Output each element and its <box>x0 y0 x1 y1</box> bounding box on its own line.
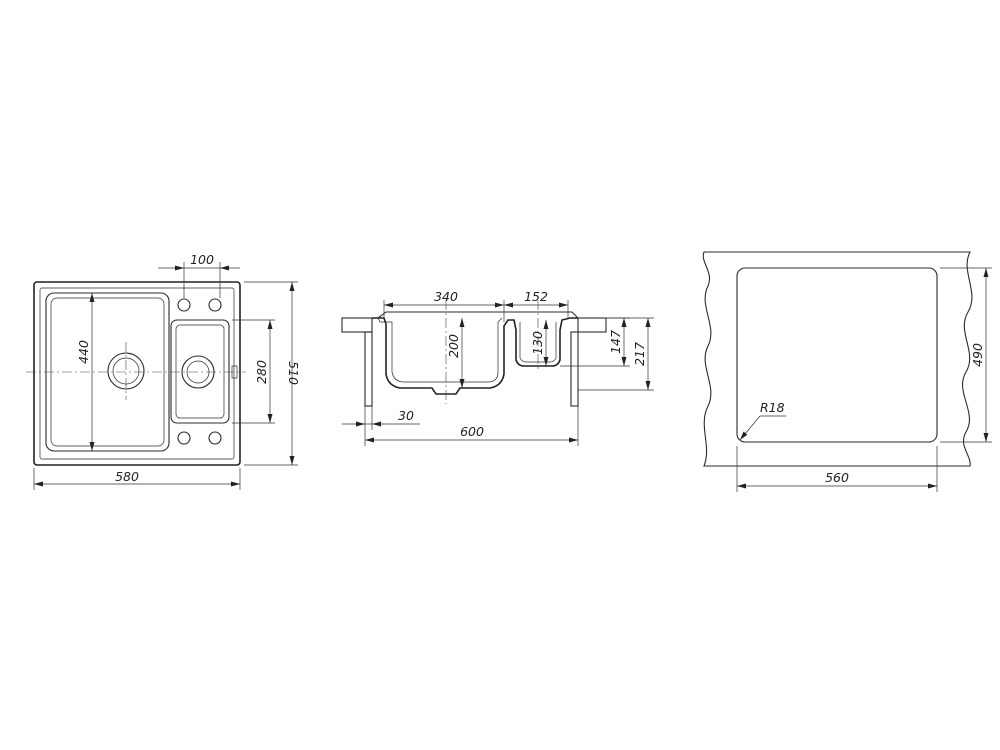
dim-text-r18: R18 <box>760 400 785 415</box>
countertop-right <box>577 317 607 333</box>
dim-text-30: 30 <box>398 408 414 423</box>
dim-text-490: 490 <box>970 343 985 367</box>
tap-hole-1 <box>177 298 191 312</box>
dim-text-280: 280 <box>254 360 269 384</box>
sink-profile-inner <box>377 317 503 383</box>
sink-inner-rim <box>39 287 235 460</box>
dim-text-130: 130 <box>530 331 545 355</box>
tap-hole-4 <box>208 431 222 445</box>
dim-text-340: 340 <box>434 289 458 304</box>
dim-text-217: 217 <box>632 342 647 366</box>
dim-text-152: 152 <box>524 289 548 304</box>
worktop-panel <box>702 251 973 467</box>
tap-hole-3 <box>177 431 191 445</box>
sink-outer-rim <box>33 281 241 466</box>
dim-text-100: 100 <box>190 252 214 267</box>
countertop-left <box>341 317 373 333</box>
small-bowl-inner <box>175 324 225 419</box>
cabinet-wall-left <box>364 331 373 407</box>
cutout-rect <box>736 267 938 443</box>
cutout-view: R18 560 490 <box>702 251 992 492</box>
dim-text-600: 600 <box>460 424 484 439</box>
cabinet-wall-right <box>570 331 579 407</box>
section-view: 340 152 200 130 147 217 <box>341 289 654 446</box>
main-drain-outer <box>107 352 145 390</box>
sink-profile-outer <box>372 317 578 395</box>
sink-rim-top <box>377 311 579 319</box>
dim-text-440: 440 <box>76 340 91 364</box>
dim-text-510: 510 <box>286 361 301 385</box>
top-view: 580 510 440 280 100 <box>26 252 301 490</box>
small-bowl <box>170 319 230 424</box>
dim-text-147: 147 <box>608 330 623 354</box>
dim-text-560: 560 <box>825 470 849 485</box>
dim-text-580: 580 <box>115 469 139 484</box>
dim-text-200: 200 <box>446 334 461 358</box>
tap-hole-2 <box>208 298 222 312</box>
